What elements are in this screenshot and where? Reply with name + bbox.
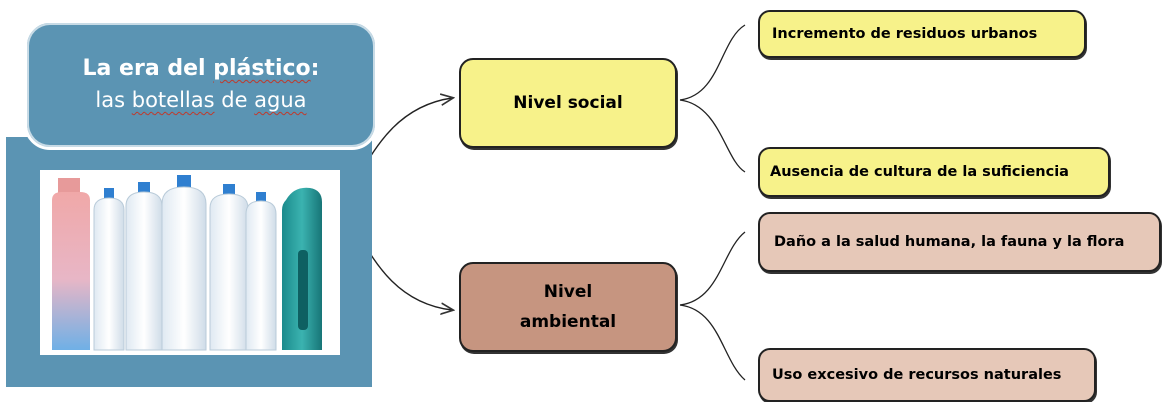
connector-ambiental-to-leaf3 xyxy=(679,231,746,306)
connector-social-to-leaf2 xyxy=(679,99,746,173)
leaf-dano-salud: Daño a la salud humana, la fauna y la fl… xyxy=(758,212,1161,272)
leaf-ausencia-cultura-label: Ausencia de cultura de la suficiencia xyxy=(770,164,1069,180)
subtitle-text: las xyxy=(95,88,132,112)
title-line-1: La era del plástico: xyxy=(27,54,375,84)
leaf-ausencia-cultura: Ausencia de cultura de la suficiencia xyxy=(758,147,1110,197)
node-nivel-ambiental-label-1: Nivel xyxy=(543,282,593,302)
title-colon: : xyxy=(310,56,320,81)
node-nivel-social-label: Nivel social xyxy=(513,93,623,113)
node-nivel-ambiental: Nivel ambiental xyxy=(459,262,677,352)
leaf-uso-recursos-label: Uso excesivo de recursos naturales xyxy=(772,367,1062,383)
leaf-incremento-residuos: Incremento de residuos urbanos xyxy=(758,10,1086,58)
subtitle-keyword-2: agua xyxy=(254,88,307,112)
node-nivel-ambiental-label-2: ambiental xyxy=(519,312,617,332)
subtitle-keyword-1: botellas xyxy=(131,88,215,112)
leaf-uso-recursos: Uso excesivo de recursos naturales xyxy=(758,348,1096,402)
title-card: La era del plástico: las botellas de agu… xyxy=(24,20,378,150)
title-keyword: plástico xyxy=(213,56,311,81)
connector-social-to-leaf1 xyxy=(679,24,746,101)
leaf-incremento-residuos-label: Incremento de residuos urbanos xyxy=(772,26,1038,42)
leaf-dano-salud-label: Daño a la salud humana, la fauna y la fl… xyxy=(774,234,1125,250)
node-nivel-social: Nivel social xyxy=(459,58,677,148)
connector-ambiental-to-leaf4 xyxy=(679,304,746,381)
water-bottles-image xyxy=(40,170,340,355)
title-text: La era del xyxy=(82,56,214,81)
title-line-2: las botellas de agua xyxy=(27,84,375,116)
subtitle-text-2: de xyxy=(214,88,255,112)
